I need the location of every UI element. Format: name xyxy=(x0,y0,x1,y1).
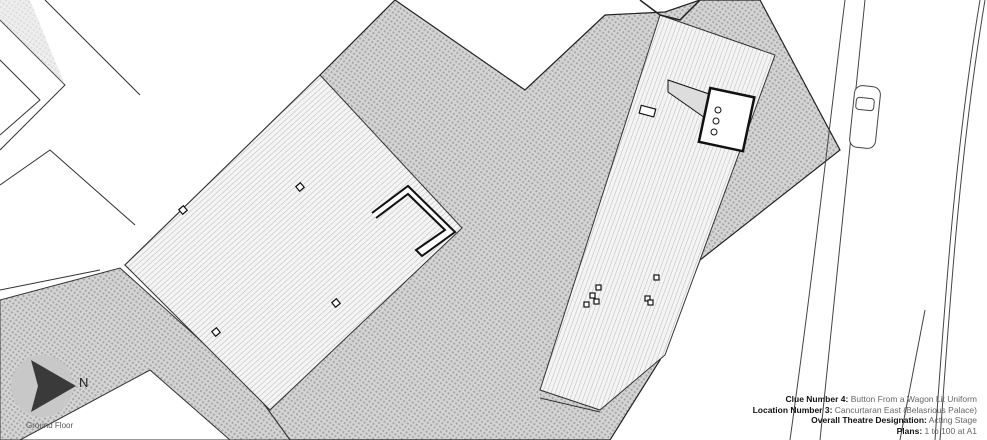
booth xyxy=(638,79,756,153)
note-clue: Clue Number 4: Button From a Wagon Lit U… xyxy=(785,394,978,404)
north-label: N xyxy=(79,375,89,390)
columns-left xyxy=(177,181,342,338)
note-designation: Overall Theatre Designation: Acting Stag… xyxy=(811,415,977,425)
car xyxy=(849,85,881,149)
floor-label: Ground Floor xyxy=(26,421,74,430)
lower-left-plot xyxy=(19,369,231,440)
columns-right xyxy=(583,274,660,308)
road xyxy=(789,0,986,440)
stage-wall xyxy=(371,184,457,258)
lower-left-paving xyxy=(0,267,291,440)
context-block-top-left xyxy=(0,0,65,85)
note-location: Location Number 3: Cancurtaran East (Bel… xyxy=(752,404,977,415)
north-arrow-icon xyxy=(11,355,76,417)
title-block: Clue Number 4: Button From a Wagon Lit U… xyxy=(753,394,977,436)
note-scale: Plans: 1 to 100 at A1 xyxy=(896,425,977,436)
context-lines xyxy=(0,0,141,291)
building-left xyxy=(124,74,463,411)
